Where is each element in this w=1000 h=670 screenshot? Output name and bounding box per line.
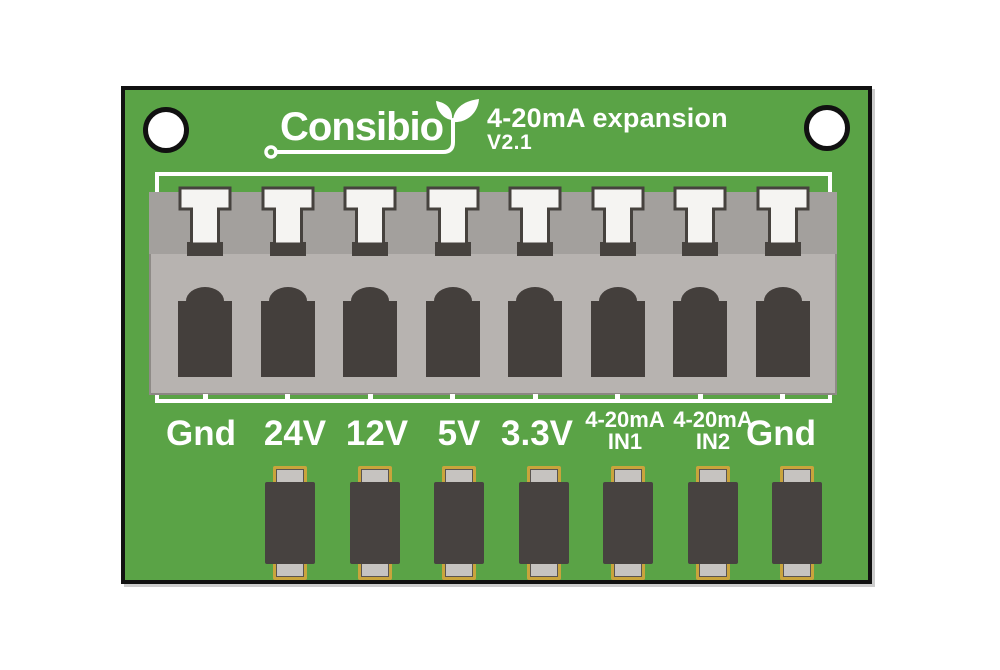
terminal-columns xyxy=(125,90,868,580)
smd-component xyxy=(434,466,484,580)
mounting-hole-left-icon xyxy=(143,107,189,153)
silkscreen-pin-tick xyxy=(367,394,373,401)
version-label: V2.1 xyxy=(487,131,533,154)
terminal-label-line1: 4-20mA xyxy=(585,407,665,432)
silkscreen-pin-tick xyxy=(615,394,621,401)
solder-pad-bottom xyxy=(611,554,645,580)
terminal-label: 5V xyxy=(437,414,481,453)
terminal-label-line2: IN2 xyxy=(695,429,731,454)
product-name: 4-20mA expansion xyxy=(487,103,728,133)
smd-component-body xyxy=(434,482,484,564)
screw-terminal-icon xyxy=(508,186,563,377)
consibio-logo-text: Consibio xyxy=(280,105,444,149)
silkscreen-pin-tick xyxy=(202,394,208,401)
screw-terminal-icon xyxy=(425,186,480,377)
smd-component xyxy=(349,466,400,580)
terminal-label: Gnd xyxy=(166,414,236,453)
silkscreen-pin-tick xyxy=(780,394,786,401)
smd-component-body xyxy=(265,482,315,564)
pcb-board: Consibio 4-20mA expansion V2.1 Gnd 24V 12V… xyxy=(121,86,872,584)
smd-component-body xyxy=(518,482,569,564)
terminal-position xyxy=(673,186,728,377)
wire-opening-icon xyxy=(186,287,224,301)
silkscreen-pin-tick xyxy=(450,394,456,401)
terminal-position xyxy=(755,186,810,377)
smd-components-row xyxy=(125,90,868,580)
terminal-label-line1: 4-20mA xyxy=(673,407,753,432)
smd-component xyxy=(603,466,653,580)
mounting-hole-right-icon xyxy=(804,105,850,151)
terminal-position xyxy=(425,186,480,377)
circuit-sprout-icon xyxy=(264,99,479,159)
smd-component xyxy=(518,466,569,580)
terminal-position xyxy=(590,186,645,377)
screw-terminal-icon xyxy=(755,186,810,377)
smd-component xyxy=(772,466,822,580)
terminal-position xyxy=(508,186,563,377)
terminal-position xyxy=(343,186,398,377)
wire-opening-icon xyxy=(681,287,720,301)
smd-component-body xyxy=(603,482,653,564)
wire-opening-icon xyxy=(763,287,802,301)
terminal-position xyxy=(178,186,232,377)
screw-terminal-icon xyxy=(590,186,645,377)
wire-opening-icon xyxy=(351,287,390,301)
terminal-label: 24V xyxy=(263,414,327,453)
silkscreen-pin-tick xyxy=(285,394,291,401)
smd-component-body xyxy=(687,482,738,564)
silkscreen-pin-tick xyxy=(532,394,538,401)
screw-terminal-icon xyxy=(673,186,728,377)
wire-opening-icon xyxy=(433,287,472,301)
screw-terminal-icon xyxy=(343,186,398,377)
terminal-label: Gnd xyxy=(746,414,816,453)
terminal-label: 12V xyxy=(345,414,409,453)
smd-component xyxy=(265,466,315,580)
terminal-position xyxy=(260,186,315,377)
silkscreen-pin-ticks xyxy=(125,90,868,580)
wire-opening-icon xyxy=(516,287,555,301)
smd-component-body xyxy=(349,482,400,564)
terminal-label-line2: IN1 xyxy=(607,429,643,454)
screw-terminal-icon xyxy=(178,186,232,377)
smd-component-body xyxy=(772,482,822,564)
wire-opening-icon xyxy=(268,287,307,301)
screw-terminal-icon xyxy=(260,186,315,377)
smd-component xyxy=(687,466,738,580)
terminal-label: 3.3V xyxy=(501,414,573,453)
wire-opening-icon xyxy=(598,287,637,301)
silkscreen-pin-tick xyxy=(697,394,703,401)
